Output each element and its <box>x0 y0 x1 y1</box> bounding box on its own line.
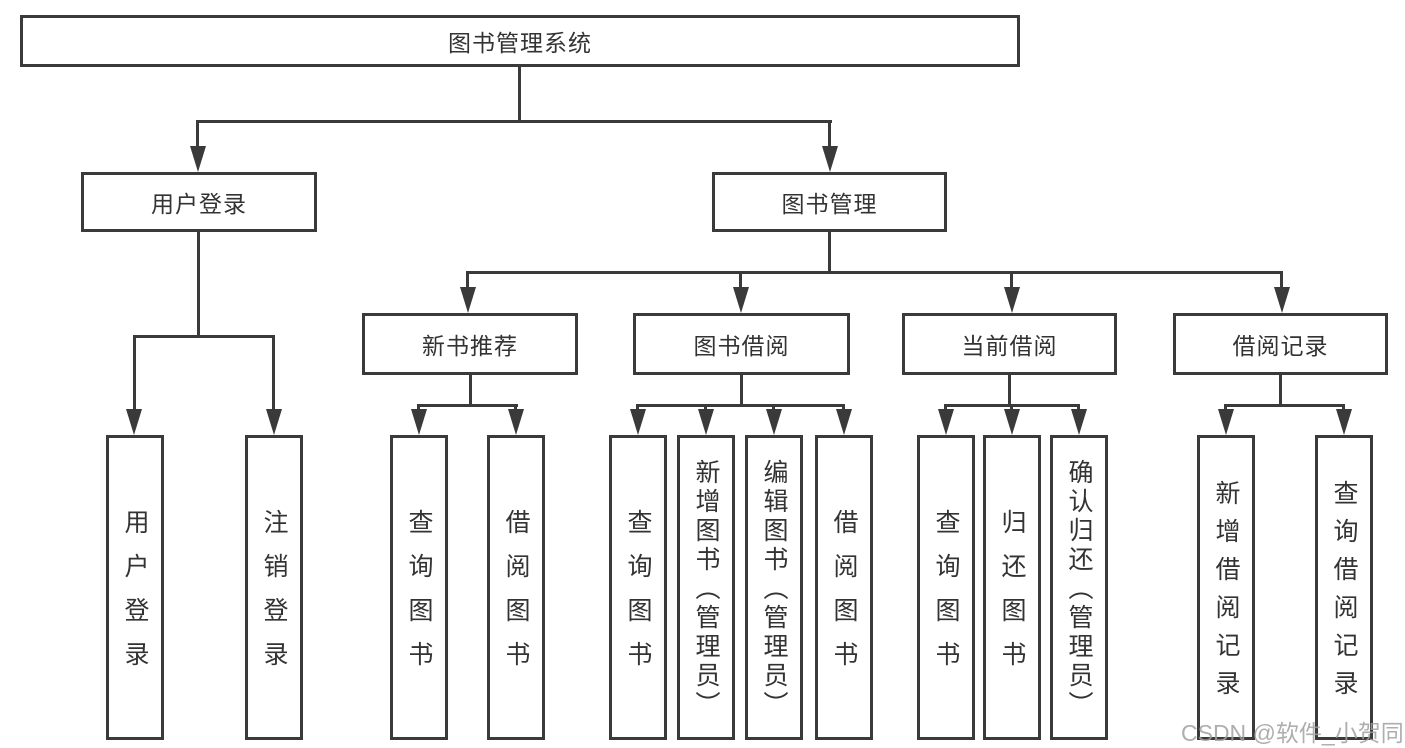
arrowhead-down-icon <box>836 409 852 435</box>
connector-book-borrow-bar <box>636 404 845 407</box>
connector-drop <box>1224 404 1227 410</box>
connector-drop <box>842 404 845 410</box>
arrowhead-down-icon <box>698 409 714 435</box>
arrowhead-down-icon <box>1274 287 1290 313</box>
arrowhead-down-icon <box>822 146 838 172</box>
arrowhead-down-icon <box>508 409 524 435</box>
arrowhead-down-icon <box>938 409 954 435</box>
arrowhead-down-icon <box>1071 409 1087 435</box>
connector-drop <box>636 404 639 410</box>
connector-book-management-bar <box>466 271 1283 274</box>
leaf-borrow-books: 借阅图书 <box>815 435 873 740</box>
node-new-book-recommend: 新书推荐 <box>362 313 578 375</box>
arrowhead-down-icon <box>266 409 282 435</box>
connector-drop-leaf-logout <box>272 335 275 409</box>
leaf-newbook-query-books-label: 查询图书 <box>405 509 433 685</box>
connector-borrow-record-stem <box>1279 375 1282 404</box>
leaf-add-borrow-record: 新增借阅记录 <box>1197 435 1255 740</box>
arrowhead-down-icon <box>733 287 749 313</box>
connector-drop <box>1342 404 1345 410</box>
connector-book-management-stem <box>828 232 831 271</box>
node-user-login-label: 用户登录 <box>151 191 247 217</box>
node-book-borrow-label: 图书借阅 <box>693 333 790 359</box>
leaf-add-borrow-record-label: 新增借阅记录 <box>1212 480 1240 708</box>
leaf-query-borrow-record: 查询借阅记录 <box>1315 435 1373 740</box>
csdn-watermark: CSDN @软件_小贺同学 <box>1181 720 1405 746</box>
connector-book-borrow-stem <box>740 375 743 404</box>
leaf-edit-books-admin: 编辑图书（管理员） <box>745 435 803 740</box>
leaf-add-books-admin-label: 新增图书（管理员） <box>692 459 720 720</box>
arrowhead-down-icon <box>460 287 476 313</box>
leaf-borrow-query-books-label: 查询图书 <box>624 509 652 685</box>
arrowhead-down-icon <box>630 409 646 435</box>
leaf-edit-books-admin-label: 编辑图书（管理员） <box>760 459 788 720</box>
node-user-login: 用户登录 <box>81 172 317 232</box>
leaf-user-login: 用户登录 <box>106 435 164 740</box>
arrowhead-down-icon <box>1336 409 1352 435</box>
connector-new-book-bar <box>417 404 518 407</box>
connector-root-stem <box>518 67 521 120</box>
arrowhead-down-icon <box>1004 409 1020 435</box>
leaf-return-books-label: 归还图书 <box>998 509 1026 685</box>
leaf-newbook-query-books: 查询图书 <box>390 435 448 740</box>
node-borrow-record-label: 借阅记录 <box>1232 333 1329 359</box>
node-library-system: 图书管理系统 <box>20 15 1020 67</box>
connector-borrow-record-bar <box>1224 404 1345 407</box>
connector-drop <box>1077 404 1080 410</box>
connector-drop <box>772 404 775 410</box>
arrowhead-down-icon <box>411 409 427 435</box>
node-current-borrow-label: 当前借阅 <box>961 333 1058 359</box>
leaf-borrow-query-books: 查询图书 <box>609 435 667 740</box>
leaf-logout-label: 注销登录 <box>260 509 288 685</box>
connector-drop-user-login <box>196 120 199 148</box>
leaf-query-borrow-record-label: 查询借阅记录 <box>1330 480 1358 708</box>
node-library-system-label: 图书管理系统 <box>448 30 592 56</box>
node-book-management-label: 图书管理 <box>781 191 878 217</box>
connector-drop <box>514 404 517 410</box>
connector-drop <box>417 404 420 410</box>
connector-drop-book-management <box>828 120 831 148</box>
node-current-borrow: 当前借阅 <box>902 313 1117 375</box>
arrowhead-down-icon <box>766 409 782 435</box>
leaf-borrow-books-label: 借阅图书 <box>830 509 858 685</box>
leaf-confirm-return-admin-label: 确认归还（管理员） <box>1065 459 1093 720</box>
leaf-newbook-borrow-books-label: 借阅图书 <box>502 509 530 685</box>
connector-drop-new-book <box>466 271 469 287</box>
connector-drop-book-borrow <box>739 271 742 287</box>
connector-current-borrow-stem <box>1008 375 1011 404</box>
node-borrow-record: 借阅记录 <box>1173 313 1388 375</box>
connector-drop <box>944 404 947 410</box>
leaf-current-query-books: 查询图书 <box>917 435 975 740</box>
node-book-borrow: 图书借阅 <box>633 313 850 375</box>
connector-drop-borrow-record <box>1280 271 1283 287</box>
arrowhead-down-icon <box>1004 287 1020 313</box>
arrowhead-down-icon <box>1218 409 1234 435</box>
arrowhead-down-icon <box>190 146 206 172</box>
leaf-logout: 注销登录 <box>245 435 303 740</box>
leaf-add-books-admin: 新增图书（管理员） <box>677 435 735 740</box>
node-book-management: 图书管理 <box>712 172 947 232</box>
leaf-newbook-borrow-books: 借阅图书 <box>487 435 545 740</box>
node-new-book-recommend-label: 新书推荐 <box>422 333 518 359</box>
connector-drop <box>1010 404 1013 410</box>
connector-drop-leaf-user-login <box>133 335 136 409</box>
connector-user-login-stem <box>197 232 200 335</box>
arrowhead-down-icon <box>126 409 142 435</box>
leaf-confirm-return-admin: 确认归还（管理员） <box>1050 435 1108 740</box>
leaf-user-login-label: 用户登录 <box>121 509 149 685</box>
connector-new-book-stem <box>469 375 472 404</box>
connector-drop-current-borrow <box>1010 271 1013 287</box>
leaf-current-query-books-label: 查询图书 <box>932 509 960 685</box>
connector-user-login-bar <box>133 335 275 338</box>
connector-drop <box>704 404 707 410</box>
leaf-return-books: 归还图书 <box>983 435 1041 740</box>
connector-root-bar <box>196 120 832 123</box>
